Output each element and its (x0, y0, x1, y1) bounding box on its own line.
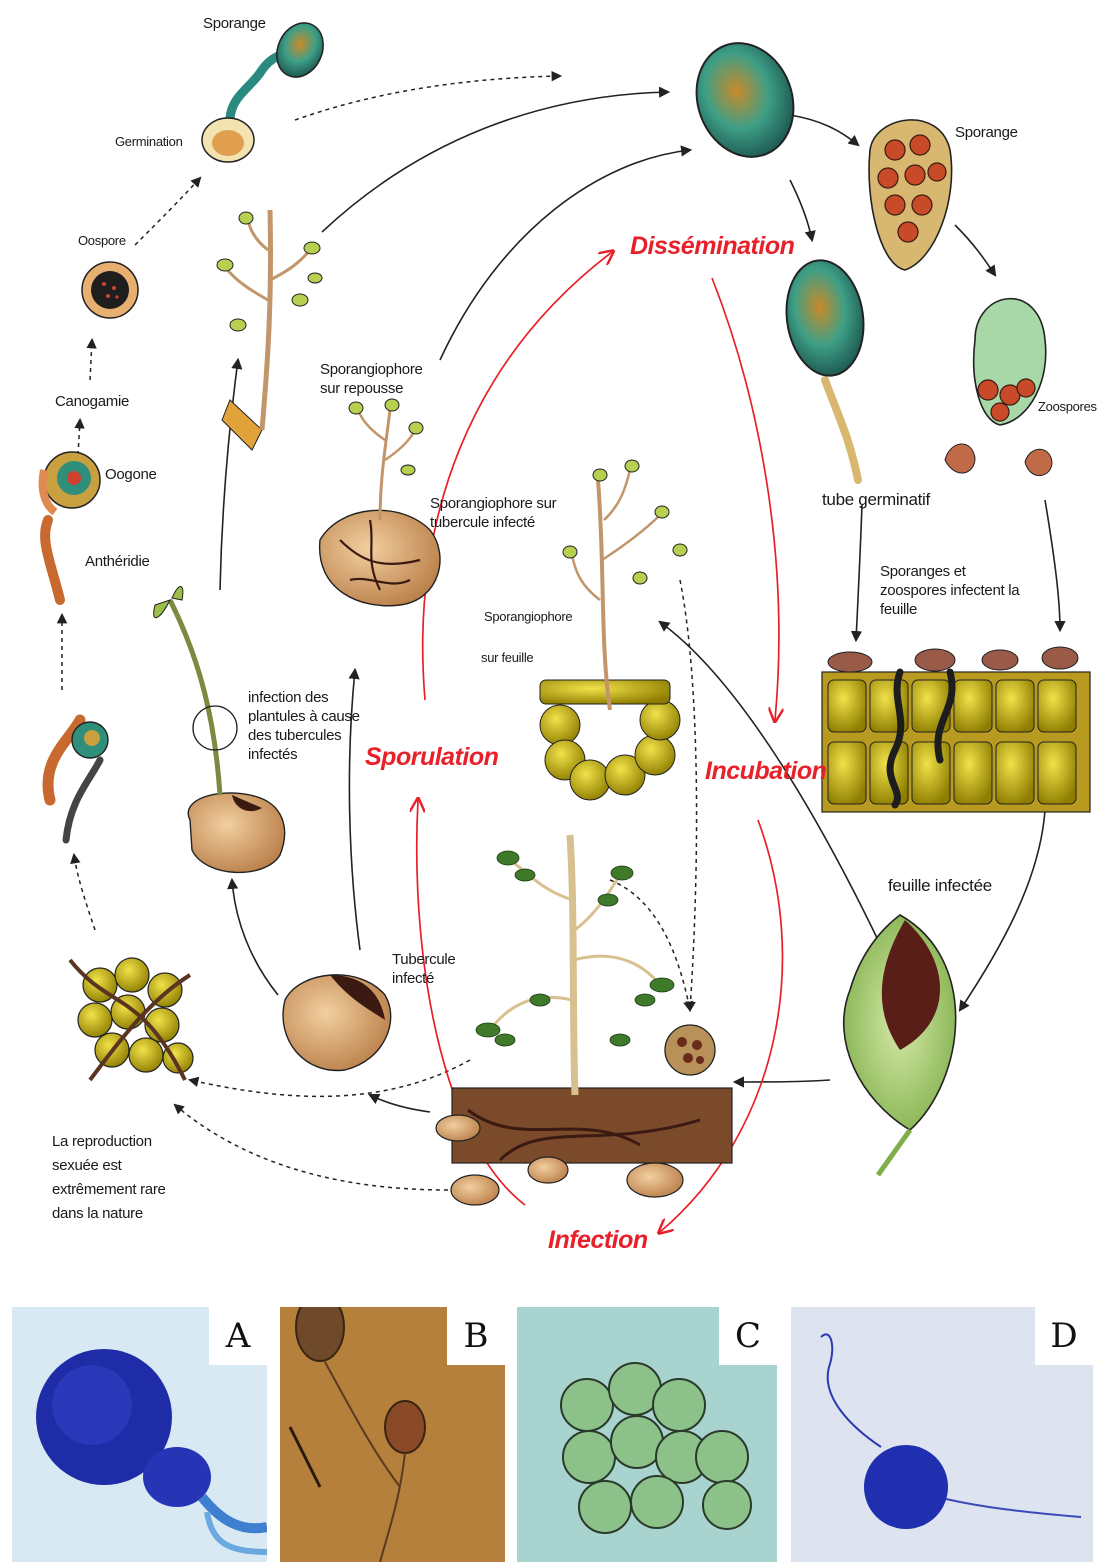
arrow-oogone-to-canogamie (78, 420, 80, 455)
photo-a-tag: A (209, 1307, 267, 1365)
arrow-leaf-sporangiophore-to-soil (680, 580, 697, 1010)
stage-sporulation: Sporulation (365, 743, 498, 772)
arrow-leaf-to-infected-leaf (960, 810, 1045, 1010)
arrow-germination-to-sporangium (295, 76, 560, 120)
label-sporangiophore-feuille-2: sur feuille (481, 649, 533, 666)
label-sporange-right: Sporange (955, 123, 1018, 142)
arrow-germ-tube-to-leaf (856, 505, 862, 640)
arrow-soil-to-oospores-2 (175, 1105, 448, 1190)
arrow-oospores-to-mating (74, 855, 95, 930)
label-sporangiophore-tubercule: Sporangiophore sur tubercule infecté (430, 494, 580, 532)
sporange-zoospores-illustration (869, 120, 952, 270)
arrow-plant-to-sporangium (610, 880, 690, 1010)
arrow-sporange-down (955, 225, 995, 275)
photo-panel-c: C (517, 1307, 777, 1562)
infected-tuber-illustration (283, 975, 391, 1071)
germinating-sporangium-tube-illustration (779, 255, 870, 480)
label-reproduction-sexuee: La reproduction sexuée est extrêmement r… (52, 1130, 202, 1226)
arrow-dissemination-to-incubation (712, 278, 779, 720)
mating-hyphae-illustration (48, 720, 108, 840)
oogone-illustration (43, 452, 100, 600)
stage-incubation: Incubation (705, 757, 826, 786)
label-canogamie: Canogamie (55, 392, 129, 411)
label-oospore: Oospore (78, 232, 126, 249)
photo-panel-d: D (791, 1307, 1093, 1562)
infected-leaf-illustration (844, 915, 956, 1175)
label-zoospores: Zoospores (1038, 398, 1097, 415)
label-antheridie: Anthéridie (85, 552, 150, 571)
arrow-seedling-to-repousse (220, 360, 238, 590)
oospore-illustration (82, 262, 138, 318)
label-sporangiophore-feuille-1: Sporangiophore (484, 608, 572, 625)
label-tube-germinatif: tube germinatif (822, 490, 930, 509)
label-sporangiophore-repousse: Sporangiophore sur repousse (320, 360, 440, 398)
label-tubercule-infecte: Tubercule infecté (392, 950, 472, 988)
photo-b-tag: B (447, 1307, 505, 1365)
infected-tubercle-sporangiophore-illustration (320, 399, 440, 606)
arrow-oospore-to-germination (135, 178, 200, 245)
photo-c-tag: C (719, 1307, 777, 1365)
stage-arrows (417, 252, 783, 1232)
sporangium-illustration (681, 29, 809, 170)
arrow-sporulation-to-dissemination (423, 252, 612, 700)
photo-panel-a: A (12, 1307, 267, 1562)
arrow-sporangium-down (790, 180, 812, 240)
stage-dissemination: Dissémination (630, 232, 794, 261)
arrow-soil-to-tuber (370, 1095, 430, 1112)
germinating-sporangium-illustration (202, 15, 332, 162)
stage-infection: Infection (548, 1226, 648, 1255)
arrow-canogamie-to-oospore (90, 340, 92, 380)
leaf-tissue-infection-illustration (822, 647, 1090, 812)
releasing-sporange-illustration (945, 299, 1052, 476)
arrow-tuber-to-seedling (232, 880, 278, 995)
label-feuille-infectee: feuille infectée (888, 876, 992, 895)
sporangiophore-repousse-illustration (217, 210, 322, 450)
arrow-infected-leaf-to-plant (735, 1080, 830, 1082)
life-cycle-diagram (0, 0, 1105, 1280)
oospores-cluster-illustration (70, 958, 193, 1080)
label-sporange-top: Sporange (203, 14, 266, 33)
label-oogone: Oogone (105, 465, 157, 484)
potato-plant-soil-illustration (436, 835, 732, 1205)
label-sporanges-zoospores: Sporanges et zoospores infectent la feui… (880, 562, 1050, 619)
photo-panel-b: B (280, 1307, 505, 1562)
label-germination: Germination (115, 133, 183, 150)
photo-d-tag: D (1035, 1307, 1093, 1365)
arrow-sporangium-to-sporange (790, 115, 858, 145)
label-infection-plantules: infection des plantules à cause des tube… (248, 688, 368, 764)
arrow-repousse-to-sporangium (322, 92, 668, 232)
